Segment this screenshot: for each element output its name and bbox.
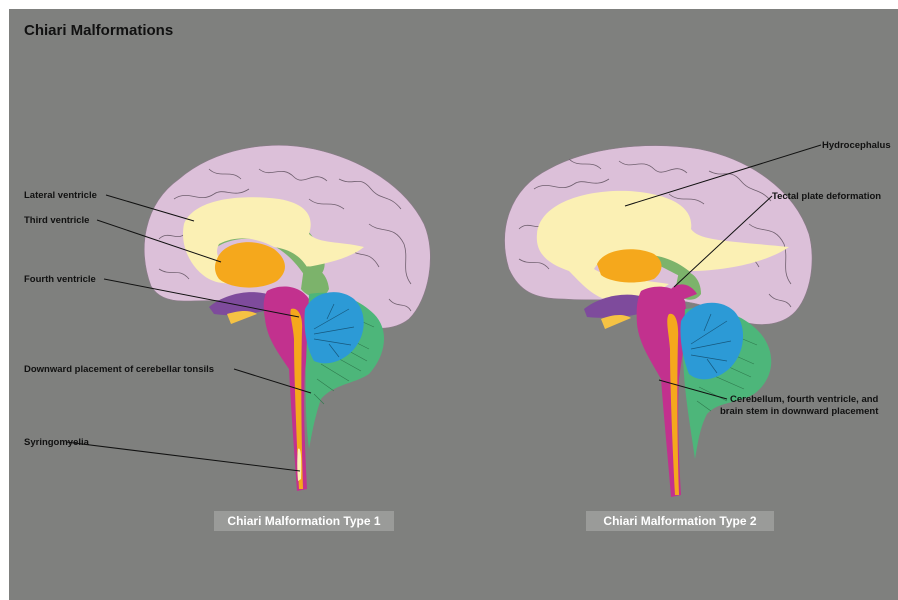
caption-type-2: Chiari Malformation Type 2 [586,511,774,531]
brainstem-type-2 [637,287,687,497]
brain-type-2 [505,146,813,497]
brain-type-1 [144,145,430,491]
label-third-ventricle: Third ventricle [24,215,89,226]
diagram-canvas: Chiari Malformations [9,9,898,600]
caption-type-1: Chiari Malformation Type 1 [214,511,394,531]
leader-syringomyelia [66,442,300,471]
label-cerebellum-line-2: brain stem in downward placement [720,406,879,417]
label-lateral-ventricle: Lateral ventricle [24,190,97,201]
pituitary-type-1 [227,311,257,324]
syrinx-type-1 [297,449,301,481]
label-hydrocephalus: Hydrocephalus [822,140,891,151]
label-tectal-plate: Tectal plate deformation [772,191,881,202]
brainstem-type-1 [264,286,311,491]
label-fourth-ventricle: Fourth ventricle [24,274,96,285]
label-syringomyelia: Syringomyelia [24,437,90,448]
label-cerebellum-line-1: Cerebellum, fourth ventricle, and [730,394,879,405]
label-cerebellar-tonsils: Downward placement of cerebellar tonsils [24,364,214,375]
